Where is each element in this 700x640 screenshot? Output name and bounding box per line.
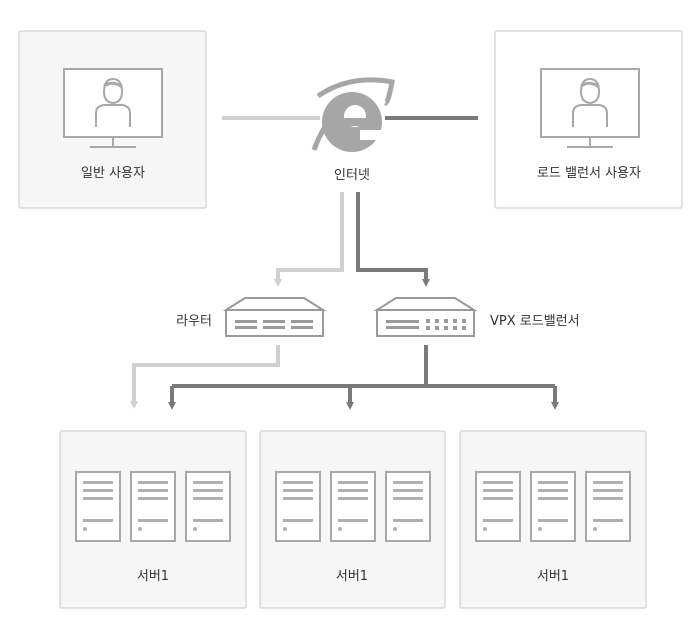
connections bbox=[130, 116, 559, 410]
server-group-label: 서버1 bbox=[336, 569, 368, 584]
server-rack-icon bbox=[75, 471, 231, 542]
server-group-2: 서버1 bbox=[259, 430, 446, 609]
monitor-user-icon bbox=[63, 68, 163, 148]
internet-label: 인터넷 bbox=[334, 168, 370, 183]
server-rack-icon bbox=[475, 471, 631, 542]
internet-node: 인터넷 bbox=[311, 77, 395, 183]
internet-to-router-line bbox=[274, 192, 344, 287]
internet-explorer-icon bbox=[311, 77, 395, 152]
router-node: 라우터 bbox=[176, 297, 327, 337]
lb-user-label: 로드 밸런서 사용자 bbox=[537, 166, 641, 181]
router-label: 라우터 bbox=[176, 314, 212, 329]
load-balancer-icon bbox=[373, 297, 478, 337]
router-to-server-line bbox=[130, 345, 280, 409]
server-group-label: 서버1 bbox=[137, 569, 169, 584]
monitor-user-icon bbox=[540, 68, 640, 148]
server-group-3: 서버1 bbox=[459, 430, 647, 609]
vpx-node: VPX 로드밸런서 bbox=[373, 297, 580, 337]
server-group-1: 서버1 bbox=[59, 430, 247, 609]
vpx-label: VPX 로드밸런서 bbox=[490, 314, 580, 329]
lb-user-box: 로드 밸런서 사용자 bbox=[494, 30, 683, 209]
router-icon bbox=[222, 297, 327, 337]
normal-user-label: 일반 사용자 bbox=[81, 166, 145, 181]
internet-to-vpx-line bbox=[356, 192, 430, 287]
server-rack-icon bbox=[275, 471, 431, 542]
server-group-label: 서버1 bbox=[537, 569, 569, 584]
normal-user-box: 일반 사용자 bbox=[18, 30, 207, 209]
